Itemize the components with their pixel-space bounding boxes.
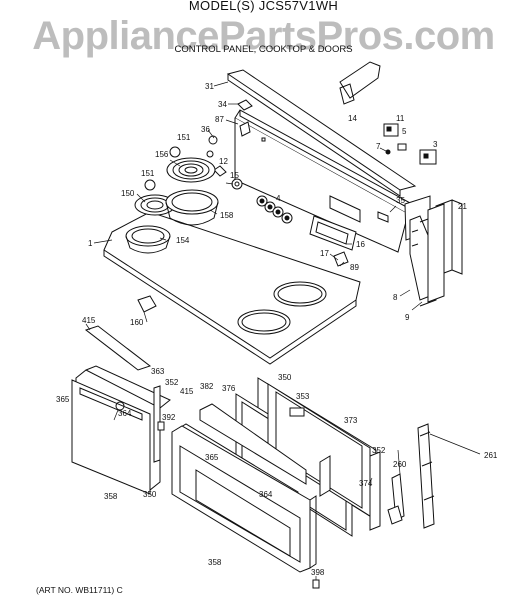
callout: 151: [141, 169, 155, 178]
callout: 260: [393, 460, 407, 469]
art-number: (ART NO. WB11711) C: [36, 585, 123, 595]
callout: 3: [433, 140, 438, 149]
callout: 31: [205, 82, 214, 91]
surface-units: [125, 157, 219, 254]
callout-labels: 31 34 87 14 11 5 3 7 36 151 156 12 15 15…: [56, 82, 498, 577]
watermark: AppliancePartsPros.com: [32, 14, 495, 58]
callout: 11: [396, 114, 405, 123]
terminal-block: [339, 61, 381, 105]
top-trim: [226, 69, 417, 197]
control-knobs: [256, 195, 293, 224]
callout: 7: [376, 142, 381, 151]
callout: 36: [201, 125, 210, 134]
leader-lines: [85, 81, 481, 580]
callout: 352: [372, 446, 386, 455]
callout: 4: [276, 194, 281, 203]
callout: 16: [356, 240, 365, 249]
clock-timer: [309, 215, 357, 267]
callout: 35: [396, 196, 405, 205]
callout: 160: [130, 318, 144, 327]
callout: 415: [82, 316, 96, 325]
callout: 261: [484, 451, 498, 460]
screw: [312, 579, 320, 589]
callout: 34: [218, 100, 227, 109]
callout: 151: [177, 133, 191, 142]
switches: [383, 123, 437, 165]
callout: 12: [219, 157, 228, 166]
callout: 350: [278, 373, 292, 382]
callout: 376: [222, 384, 236, 393]
callout: 382: [200, 382, 214, 391]
callout: 398: [311, 568, 325, 577]
knobs-and-clips: [144, 99, 253, 191]
callout: 352: [165, 378, 179, 387]
callout: 364: [118, 409, 132, 418]
callout: 374: [359, 479, 373, 488]
side-panels: [404, 195, 463, 307]
callout: 8: [393, 293, 398, 302]
control-panel: [234, 109, 413, 253]
upper-door: [71, 325, 171, 495]
callout: 353: [296, 392, 310, 401]
callout: 156: [155, 150, 169, 159]
callout: 154: [176, 236, 190, 245]
cooktop: [103, 211, 361, 365]
callout: 365: [56, 395, 70, 404]
callout: 363: [151, 367, 165, 376]
callout: 9: [405, 313, 410, 322]
callout: 14: [348, 114, 357, 123]
callout: 358: [208, 558, 222, 567]
callout: 373: [344, 416, 358, 425]
door-hinges: [387, 423, 435, 529]
lower-door: [171, 377, 381, 573]
callout: 392: [162, 413, 176, 422]
callout: 158: [220, 211, 234, 220]
callout: 415: [180, 387, 194, 396]
callout: 5: [402, 127, 407, 136]
section-title: CONTROL PANEL, COOKTOP & DOORS: [174, 44, 353, 55]
callout: 350: [143, 490, 157, 499]
model-label: MODEL(S) JCS57V1WH: [188, 0, 339, 13]
callout: 358: [104, 492, 118, 501]
callout: 364: [259, 490, 273, 499]
callout: 15: [230, 171, 239, 180]
callout: 365: [205, 453, 219, 462]
callout: 150: [121, 189, 135, 198]
callout: 1: [88, 239, 93, 248]
hinge-clip: [137, 295, 157, 313]
callout: 21: [458, 202, 467, 211]
callout: 89: [350, 263, 359, 272]
callout: 87: [215, 115, 224, 124]
callout: 17: [320, 249, 329, 258]
